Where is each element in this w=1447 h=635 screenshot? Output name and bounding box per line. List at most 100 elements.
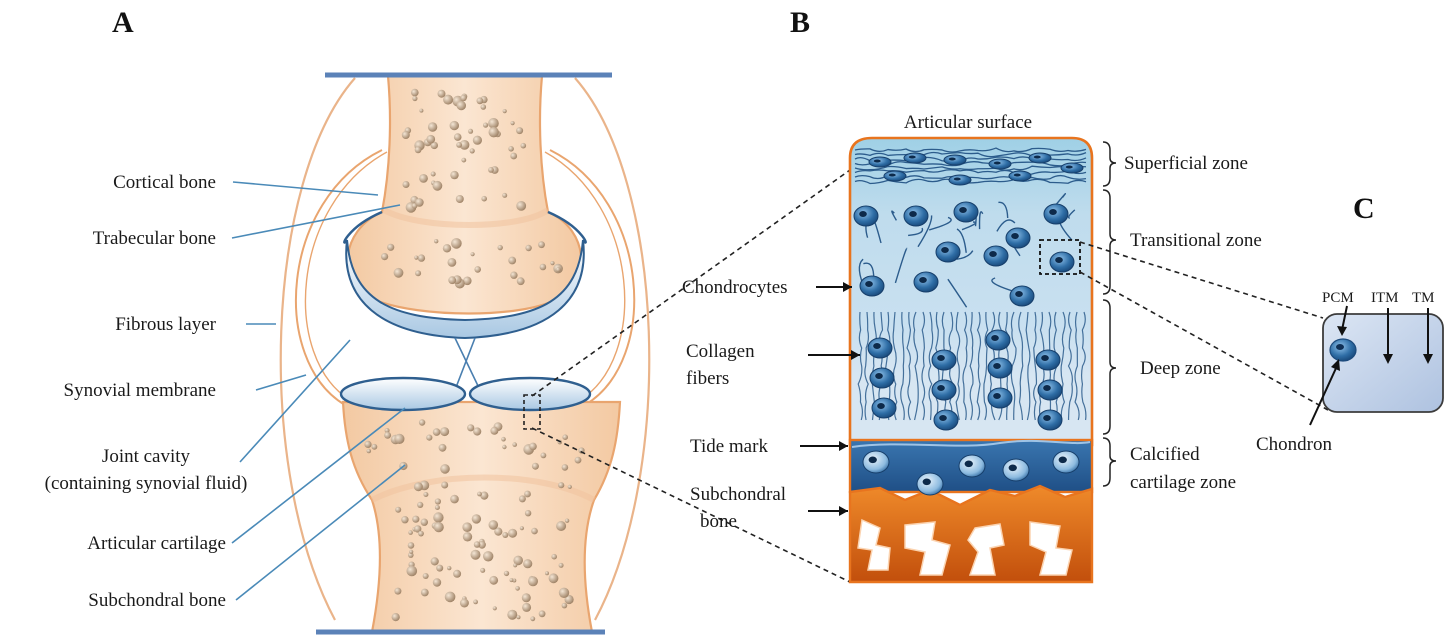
trabecular-dot bbox=[428, 122, 437, 131]
trabecular-dot bbox=[412, 516, 419, 523]
label-transitional-zone: Transitional zone bbox=[1130, 230, 1262, 251]
trabecular-dot bbox=[460, 95, 466, 101]
chondrocyte bbox=[988, 358, 1012, 378]
trabecular-dot bbox=[522, 593, 531, 602]
trabecular-dot bbox=[520, 526, 524, 530]
trabecular-dot bbox=[433, 512, 443, 522]
trabecular-dot bbox=[414, 256, 418, 260]
trabecular-dot bbox=[450, 171, 458, 179]
trabecular-dot bbox=[472, 514, 481, 523]
trabecular-dot bbox=[474, 541, 481, 548]
trabecular-dot bbox=[364, 441, 371, 448]
trabecular-dot bbox=[427, 135, 436, 144]
chondrocyte bbox=[1003, 459, 1029, 481]
trabecular-dot bbox=[562, 464, 569, 471]
zoom-line-c-bottom bbox=[1080, 272, 1328, 410]
trabecular-dot bbox=[516, 127, 523, 134]
trabecular-dot bbox=[558, 482, 564, 488]
chondrocyte bbox=[1038, 410, 1062, 430]
trabecular-dot bbox=[517, 277, 525, 285]
trabecular-dot bbox=[394, 268, 404, 278]
label-chondron: Chondron bbox=[1256, 434, 1333, 455]
label-deep-zone: Deep zone bbox=[1140, 358, 1221, 379]
joint-illustration bbox=[281, 75, 649, 632]
trabecular-dot bbox=[551, 554, 557, 560]
trabecular-dot bbox=[467, 424, 474, 431]
trabecular-dot bbox=[503, 109, 507, 113]
trabecular-dot bbox=[474, 266, 481, 273]
trabecular-dot bbox=[473, 136, 482, 145]
chondrocyte bbox=[1044, 204, 1068, 224]
trabecular-dot bbox=[510, 578, 514, 582]
chondrocyte bbox=[949, 175, 971, 185]
trabecular-dot bbox=[456, 142, 462, 148]
trabecular-dot bbox=[421, 519, 428, 526]
ligament-strands bbox=[455, 338, 480, 390]
trabecular-dot bbox=[433, 578, 441, 586]
trabecular-dot bbox=[540, 264, 547, 271]
trabecular-dot bbox=[473, 427, 481, 435]
cartilage-column bbox=[850, 138, 1092, 582]
trabecular-dot bbox=[415, 270, 421, 276]
trabecular-dot bbox=[521, 143, 527, 149]
trabecular-dot bbox=[508, 257, 516, 265]
chondrocyte bbox=[854, 206, 878, 226]
trabecular-dot bbox=[435, 498, 441, 504]
trabecular-dot bbox=[502, 193, 507, 198]
label-collagen: Collagen bbox=[686, 341, 755, 362]
trabecular-dot bbox=[529, 443, 537, 451]
trabecular-dot bbox=[408, 542, 415, 549]
label-pcm: PCM bbox=[1322, 290, 1354, 306]
label-articular-cartilage: Articular cartilage bbox=[87, 533, 226, 554]
label-cortical-bone: Cortical bone bbox=[113, 172, 216, 193]
trabecular-dot bbox=[450, 495, 459, 504]
trabecular-dot bbox=[372, 444, 378, 450]
panel-letter-c: C bbox=[1353, 192, 1375, 225]
trabecular-dot bbox=[519, 495, 526, 502]
trabecular-dot bbox=[471, 550, 481, 560]
trabecular-dot bbox=[434, 522, 444, 532]
trabecular-dot bbox=[473, 600, 478, 605]
label-joint-cavity: Joint cavity bbox=[102, 446, 191, 467]
trabecular-dot bbox=[407, 566, 418, 577]
trabecular-dot bbox=[454, 133, 462, 141]
chondrocyte bbox=[959, 455, 985, 477]
panel-letter-b: B bbox=[790, 6, 810, 39]
label-trabecular-bone: Trabecular bone bbox=[93, 228, 216, 249]
chondrocyte bbox=[1036, 350, 1060, 370]
label-fibrous-layer: Fibrous layer bbox=[115, 314, 216, 335]
trabecular-dot bbox=[419, 419, 425, 425]
trabecular-dot bbox=[481, 196, 487, 202]
zone-brackets bbox=[1103, 142, 1116, 486]
trabecular-dot bbox=[532, 463, 539, 470]
chondrocyte bbox=[1006, 228, 1030, 248]
trabecular-dot bbox=[456, 195, 464, 203]
trabecular-dot bbox=[419, 109, 423, 113]
trabecular-dot bbox=[402, 131, 410, 139]
chondrocyte bbox=[863, 451, 889, 473]
trabecular-dot bbox=[423, 573, 429, 579]
chondrocyte bbox=[1053, 451, 1079, 473]
trabecular-dot bbox=[445, 592, 456, 603]
trabecular-dot bbox=[411, 89, 419, 97]
label-collagen-fibers: fibers bbox=[686, 368, 729, 389]
chondrocyte bbox=[904, 206, 928, 226]
trabecular-dot bbox=[440, 427, 449, 436]
trabecular-dot bbox=[387, 244, 394, 251]
chondrocyte bbox=[869, 157, 891, 167]
fibrous-layer-left bbox=[281, 78, 355, 620]
trabecular-dot bbox=[451, 238, 462, 249]
chondrocyte bbox=[884, 171, 906, 181]
chondrocyte bbox=[984, 246, 1008, 266]
articular-cartilage-disc-left bbox=[341, 378, 465, 410]
trabecular-dot bbox=[441, 482, 448, 489]
trabecular-dot bbox=[562, 434, 568, 440]
trabecular-dot bbox=[528, 576, 538, 586]
trabecular-dot bbox=[457, 101, 466, 110]
trabecular-dot bbox=[501, 437, 506, 442]
trabecular-dot bbox=[510, 272, 517, 279]
trabecular-dot bbox=[541, 453, 547, 459]
chondrocyte bbox=[989, 159, 1011, 169]
label-subchondral: Subchondral bbox=[690, 484, 786, 505]
chondrocyte bbox=[872, 398, 896, 418]
